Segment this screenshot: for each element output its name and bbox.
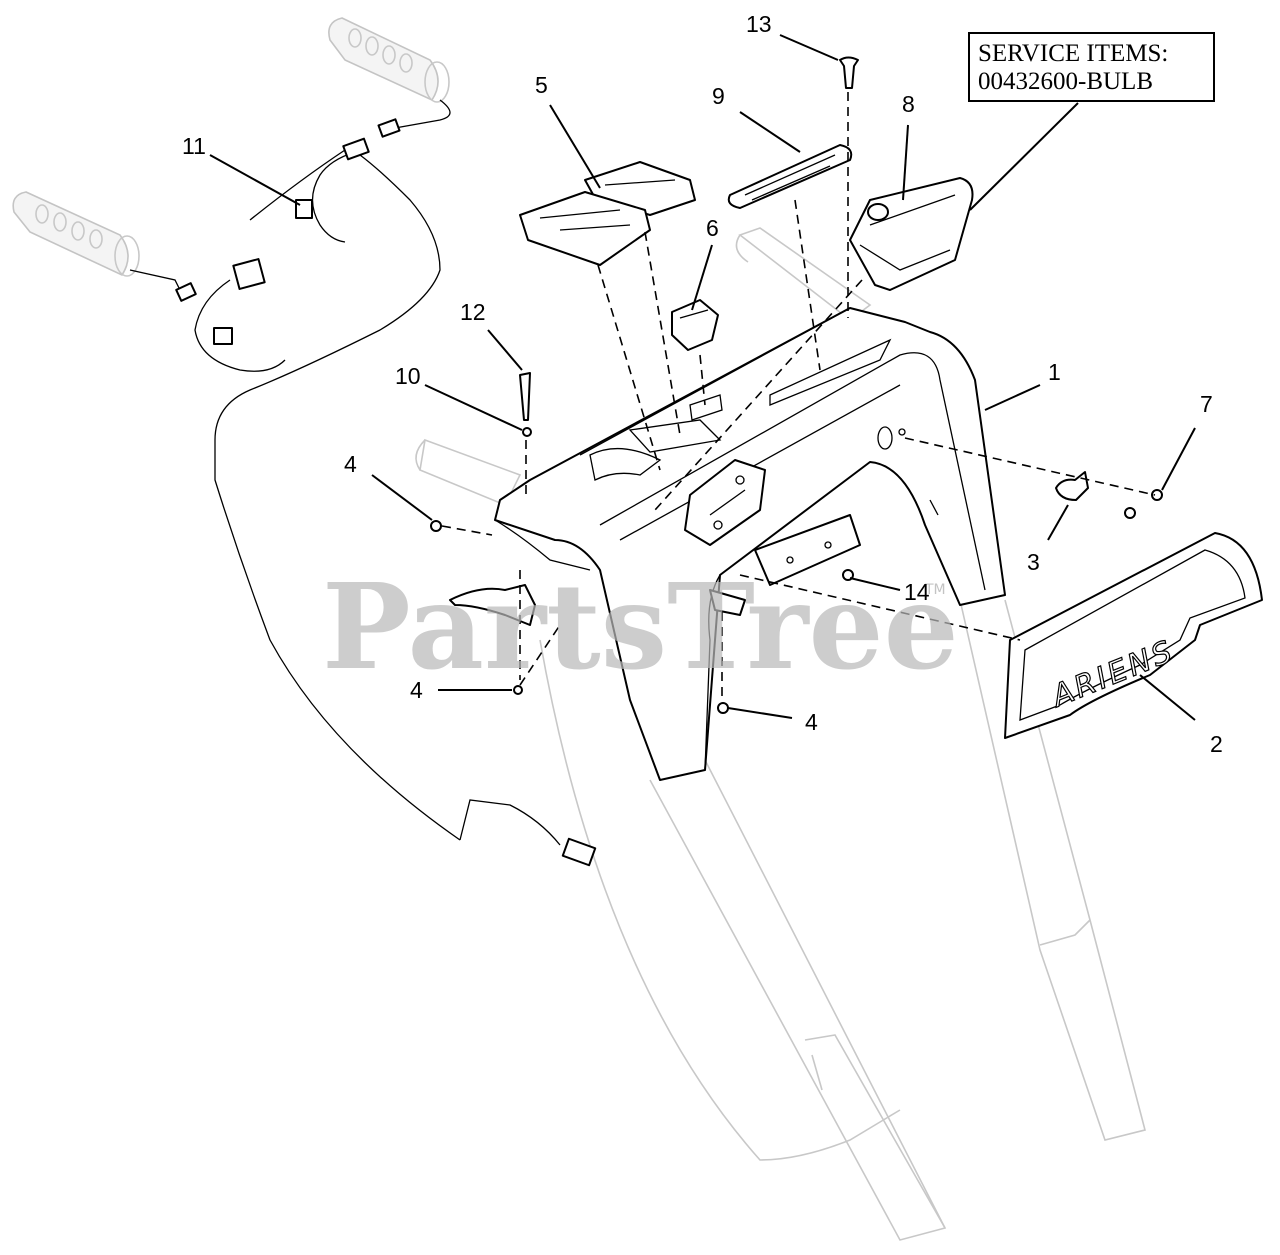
service-items-box: SERVICE ITEMS: 00432600-BULB	[968, 32, 1215, 102]
callout-13: 13	[746, 11, 772, 37]
light-housing	[849, 177, 974, 291]
control-covers	[519, 161, 696, 266]
dash-panel	[494, 307, 1006, 781]
service-items-title: SERVICE ITEMS:	[978, 40, 1169, 67]
handle-tubes	[415, 227, 1146, 1241]
alignment-lines	[441, 92, 1156, 700]
hardware	[430, 56, 1163, 714]
callout-numbers: 1 2 3 4 4 4 14 5 6 7 8 9 10 11 12 13	[182, 11, 1223, 757]
callout-7: 7	[1200, 391, 1213, 417]
callout-3: 3	[1027, 549, 1040, 575]
callout-9: 9	[712, 83, 725, 109]
watermark-text: PartsTree	[322, 557, 959, 696]
handle-grip-upper	[328, 17, 450, 103]
watermark: PartsTree TM	[322, 557, 959, 696]
callout-10: 10	[395, 363, 421, 389]
callout-5: 5	[535, 72, 548, 98]
watermark-tm: TM	[924, 582, 946, 598]
callout-4: 4	[344, 451, 357, 477]
callout-4: 4	[410, 677, 423, 703]
rocker-switch	[671, 299, 719, 351]
service-item-bulb: 00432600-BULB	[978, 68, 1153, 95]
callout-12: 12	[460, 299, 486, 325]
callout-1: 1	[1048, 359, 1061, 385]
callout-6: 6	[706, 215, 719, 241]
callout-2: 2	[1210, 731, 1223, 757]
callout-14: 14	[904, 579, 930, 605]
light-bezel	[727, 144, 853, 209]
callout-8: 8	[902, 91, 915, 117]
ariens-badge: ARIENS	[1004, 532, 1263, 739]
wiring-harness	[129, 99, 597, 867]
callout-4: 4	[805, 709, 818, 735]
leader-lines	[209, 34, 1196, 721]
handle-grip-lower	[12, 191, 140, 277]
callout-11: 11	[182, 133, 206, 159]
